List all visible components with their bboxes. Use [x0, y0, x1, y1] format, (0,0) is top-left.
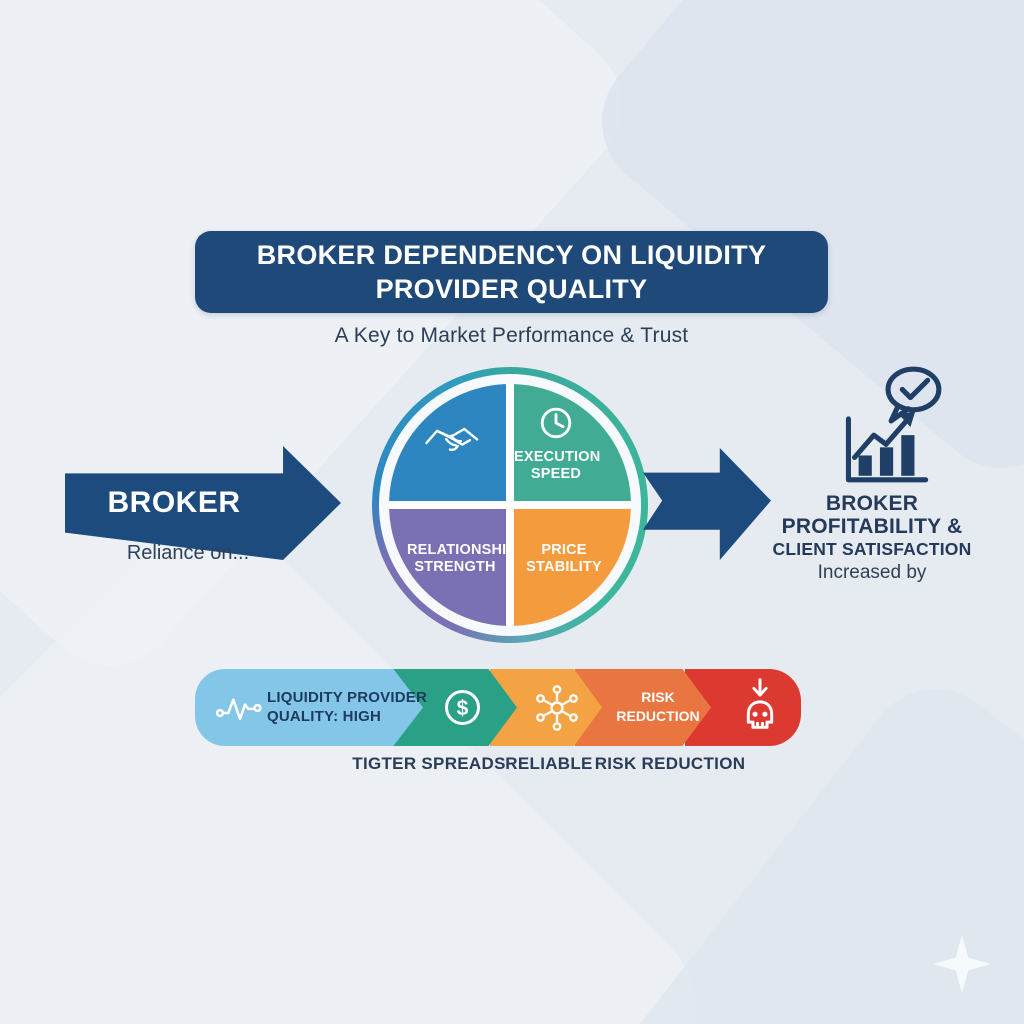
dollar-icon: $ [445, 690, 480, 725]
quadrant-price-stability: PRICE STABILITY [514, 509, 631, 626]
outcome-line-1: BROKER [825, 492, 919, 515]
skull-down-arrow-icon [746, 678, 774, 729]
lp-quality-label: LIQUIDITY PROVIDER QUALITY: HIGH [267, 689, 428, 725]
footnote-reliable: RELIABLE [505, 754, 593, 773]
outcome-line-2: PROFITABILITY & [781, 515, 963, 538]
subtitle: A Key to Market Performance & Trust [334, 324, 689, 347]
handshake-icon [425, 427, 479, 452]
segment-lp-quality [195, 669, 423, 746]
title-line-2: PROVIDER QUALITY [375, 274, 648, 304]
quadrant-label-execution-speed: EXECUTION SPEED [514, 449, 601, 482]
footnote-tighter-spreads: TIGTER SPREADS [352, 754, 506, 773]
quality-wheel: EXECUTION SPEED RELATIONSHIP STRENGTH PR… [372, 367, 648, 643]
growth-chart-check-icon [845, 366, 942, 483]
reliance-caption: Reliance on... [126, 542, 250, 564]
quadrant-relationship-strength: RELATIONSHIP STRENGTH [389, 509, 517, 626]
quadrant-partnership [389, 384, 506, 501]
outcome-caption: Increased by [817, 562, 927, 583]
broker-label: BROKER [107, 485, 241, 519]
risk-reduction-label: RISK REDUCTION [616, 689, 700, 724]
quadrant-label-price-stability: PRICE STABILITY [526, 542, 602, 575]
title-line-1: BROKER DEPENDENCY ON LIQUIDITY [256, 240, 767, 270]
outcome-text: BROKER PROFITABILITY & CLIENT SATISFACTI… [752, 492, 992, 560]
title-banner: BROKER DEPENDENCY ON LIQUIDITY PROVIDER … [195, 231, 828, 313]
footnote-risk-reduction: RISK REDUCTION [594, 754, 746, 773]
quadrant-label-relationship-strength: RELATIONSHIP STRENGTH [407, 542, 517, 575]
wheel-quadrants: EXECUTION SPEED RELATIONSHIP STRENGTH PR… [389, 384, 631, 626]
pulse-icon [215, 698, 262, 721]
quality-bar: LIQUIDITY PROVIDER QUALITY: HIGH $ RISK … [195, 669, 801, 746]
outcome-line-3: CLIENT SATISFACTION [772, 539, 972, 559]
quadrant-execution-speed: EXECUTION SPEED [514, 384, 631, 501]
network-icon [536, 685, 578, 731]
clock-icon [540, 407, 572, 439]
svg-text:$: $ [457, 697, 469, 720]
